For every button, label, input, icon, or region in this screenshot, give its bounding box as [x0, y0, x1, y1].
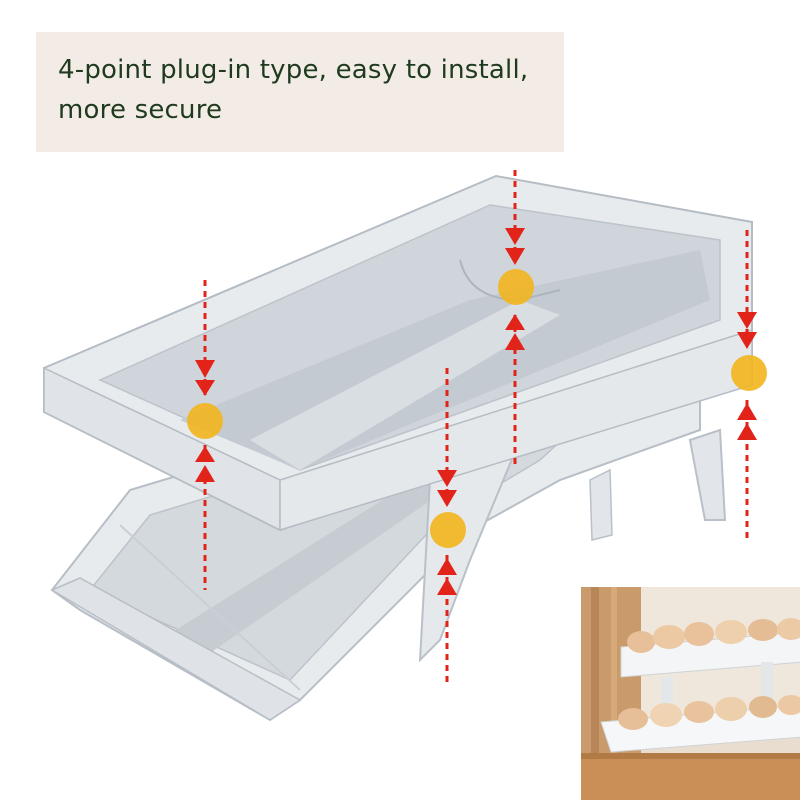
caption-box: 4-point plug-in type, easy to install, m…: [36, 32, 564, 152]
point-marker-icon: [430, 512, 466, 548]
point-marker-icon: [731, 355, 767, 391]
plug-point-front-center: [430, 368, 466, 685]
point-marker-icon: [498, 269, 534, 305]
plug-point-back-center: [498, 170, 534, 465]
point-marker-icon: [187, 403, 223, 439]
kitchen-usage-photo: [578, 584, 800, 800]
caption-line-2: more secure: [58, 95, 223, 125]
upper-tray: [43, 174, 753, 532]
plug-point-right-side: [731, 230, 767, 540]
caption-line-1: 4-point plug-in type, easy to install,: [58, 55, 529, 85]
plug-point-front-left: [187, 280, 223, 590]
